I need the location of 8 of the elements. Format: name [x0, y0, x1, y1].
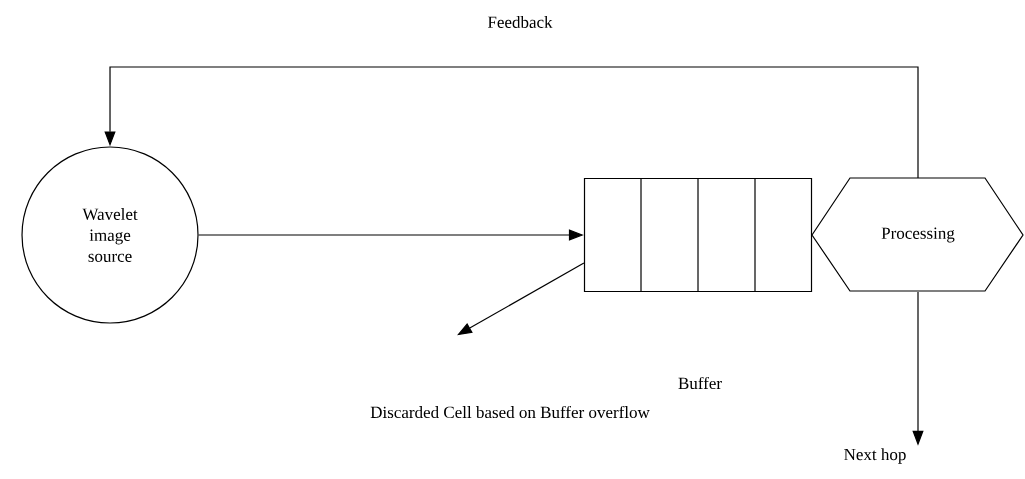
output-label: Discarded Cell based on Buffer overflow [370, 405, 650, 419]
arrow [104, 66, 919, 179]
buffer-queue [583, 177, 813, 293]
edge-label: Feedback [487, 16, 553, 28]
caption: Buffer [678, 376, 722, 390]
output-label: Next hop [844, 448, 906, 464]
process-hexagon: Processing [811, 177, 1024, 292]
arrow [457, 262, 585, 336]
